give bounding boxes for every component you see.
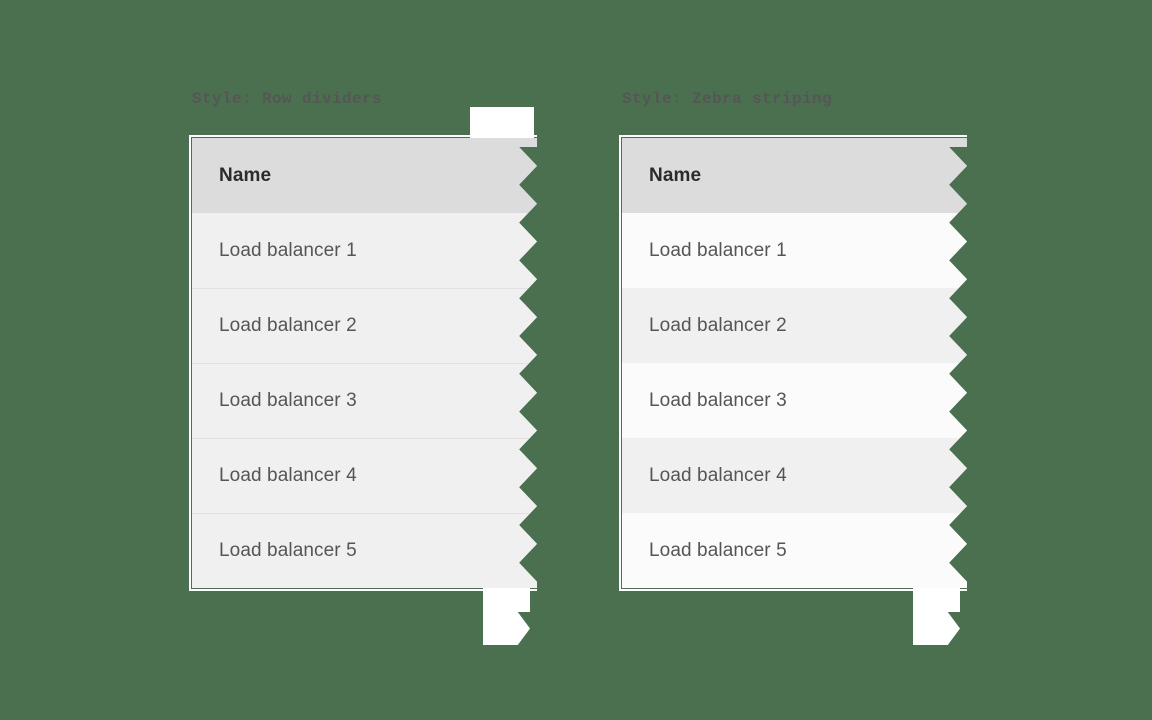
column-header-name: Name xyxy=(219,164,272,186)
table-row[interactable]: Load balancer 3 xyxy=(622,363,967,438)
table-row[interactable]: Load balancer 2 xyxy=(622,288,967,363)
table-zebra-striping: Name Load balancer 1 Load balancer 2 Loa… xyxy=(622,138,967,588)
column-header-name: Name xyxy=(649,164,702,186)
cell-name: Load balancer 2 xyxy=(219,315,357,336)
table-header-row: Name xyxy=(192,138,537,213)
table-container-zebra-striping: Name Load balancer 1 Load balancer 2 Loa… xyxy=(619,135,982,645)
cell-name: Load balancer 3 xyxy=(219,390,357,411)
callout-tab-bottom xyxy=(483,588,530,645)
table-row[interactable]: Load balancer 4 xyxy=(622,438,967,513)
table-row[interactable]: Load balancer 5 xyxy=(192,513,537,588)
cell-name: Load balancer 5 xyxy=(649,539,787,561)
cell-name: Load balancer 1 xyxy=(649,239,787,261)
table-clip: Name Load balancer 1 Load balancer 2 Loa… xyxy=(192,138,537,588)
table-row[interactable]: Load balancer 2 xyxy=(192,288,537,363)
panel-label-row-dividers: Style: Row dividers xyxy=(192,90,383,108)
panel-label-zebra-striping: Style: Zebra striping xyxy=(622,90,833,108)
callout-tab-top xyxy=(470,107,534,138)
table-row[interactable]: Load balancer 5 xyxy=(622,513,967,588)
table-container-row-dividers: Name Load balancer 1 Load balancer 2 Loa… xyxy=(189,107,552,645)
callout-tab-bottom xyxy=(913,588,960,645)
table-row[interactable]: Load balancer 1 xyxy=(622,213,967,288)
panel-row-dividers: Style: Row dividers Name Load balancer 1… xyxy=(189,88,552,645)
table-header-row: Name xyxy=(622,138,967,213)
table-clip: Name Load balancer 1 Load balancer 2 Loa… xyxy=(622,138,967,588)
table-row[interactable]: Load balancer 3 xyxy=(192,363,537,438)
panel-zebra-striping: Style: Zebra striping Name Load balancer… xyxy=(619,88,982,645)
cell-name: Load balancer 5 xyxy=(219,540,357,561)
table-row[interactable]: Load balancer 4 xyxy=(192,438,537,513)
cell-name: Load balancer 4 xyxy=(219,465,357,486)
cell-name: Load balancer 4 xyxy=(649,464,787,486)
cell-name: Load balancer 2 xyxy=(649,314,787,336)
table-row-dividers: Name Load balancer 1 Load balancer 2 Loa… xyxy=(192,138,537,588)
table-row[interactable]: Load balancer 1 xyxy=(192,213,537,288)
cell-name: Load balancer 3 xyxy=(649,389,787,411)
cell-name: Load balancer 1 xyxy=(219,239,357,261)
